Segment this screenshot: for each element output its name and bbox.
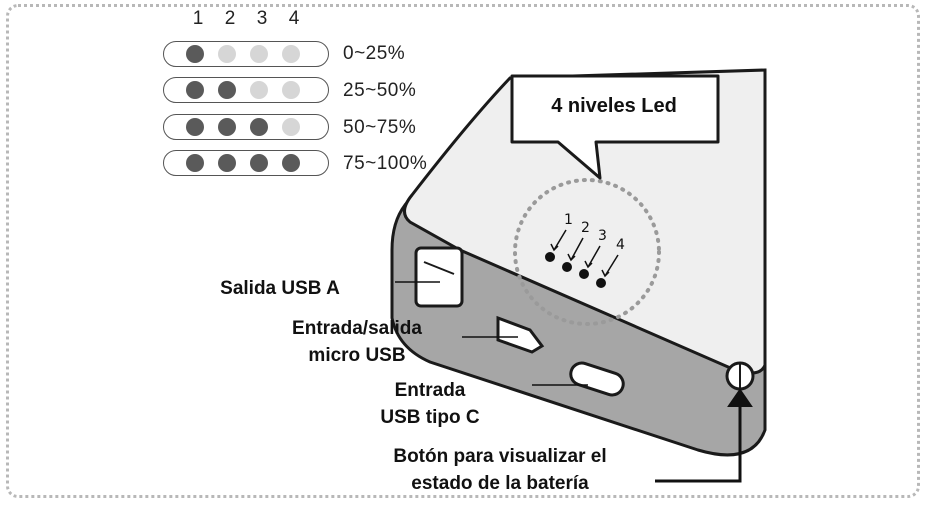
column-number-2: 2 [224, 8, 236, 29]
level-range-label: 25~50% [343, 80, 417, 101]
led-area-highlight [513, 178, 661, 326]
device-led-2 [562, 262, 572, 272]
usb-c-label-line2: USB tipo C [380, 407, 480, 428]
column-number-1: 1 [192, 8, 204, 29]
button-label-line1: Botón para visualizar el [393, 446, 607, 467]
micro-usb-label-line1: Entrada/salida [292, 318, 422, 339]
led-indicator [250, 154, 268, 172]
led-indicator [250, 45, 268, 63]
column-number-3: 3 [256, 8, 268, 29]
button-leader-arrow [655, 398, 742, 483]
level-range-label: 75~100% [343, 153, 428, 174]
micro-usb-label-line2: micro USB [308, 345, 406, 366]
button-label: Botón para visualizar el estado de la ba… [355, 443, 645, 497]
led-indicator [282, 81, 300, 99]
device-led-1 [545, 252, 555, 262]
callout-bubble [510, 74, 720, 180]
led-indicator [250, 118, 268, 136]
led-indicator [186, 81, 204, 99]
led-arrows [550, 229, 619, 278]
device-led-number-1: 1 [564, 212, 573, 228]
device-led-number-2: 2 [581, 220, 590, 236]
led-indicator [282, 154, 300, 172]
level-row [163, 114, 329, 140]
usb-c-label-line1: Entrada [394, 380, 466, 401]
callout-title: 4 niveles Led [551, 95, 677, 117]
level-range-label: 50~75% [343, 117, 417, 138]
led-indicator [282, 45, 300, 63]
led-indicator [218, 81, 236, 99]
column-number-4: 4 [288, 8, 300, 29]
led-indicator [218, 45, 236, 63]
led-indicator [218, 118, 236, 136]
usb-a-port [414, 246, 464, 308]
led-indicator [186, 154, 204, 172]
led-indicator [282, 118, 300, 136]
level-row [163, 77, 329, 103]
led-indicator [186, 118, 204, 136]
device-led-3 [579, 269, 589, 279]
usb-c-port [569, 361, 625, 397]
usb-a-label: Salida USB A [220, 278, 340, 299]
button-label-line2: estado de la batería [411, 473, 589, 494]
led-indicator [250, 81, 268, 99]
usb-c-label: Entrada USB tipo C [360, 377, 500, 431]
device-led-number-4: 4 [616, 237, 625, 253]
device-led-4 [596, 278, 606, 288]
device-led-number-3: 3 [598, 228, 607, 244]
micro-usb-label: Entrada/salida micro USB [268, 315, 446, 369]
led-indicator [218, 154, 236, 172]
led-indicator [186, 45, 204, 63]
level-row [163, 150, 329, 176]
level-row [163, 41, 329, 67]
dotted-frame [6, 4, 920, 498]
level-range-label: 0~25% [343, 43, 406, 64]
